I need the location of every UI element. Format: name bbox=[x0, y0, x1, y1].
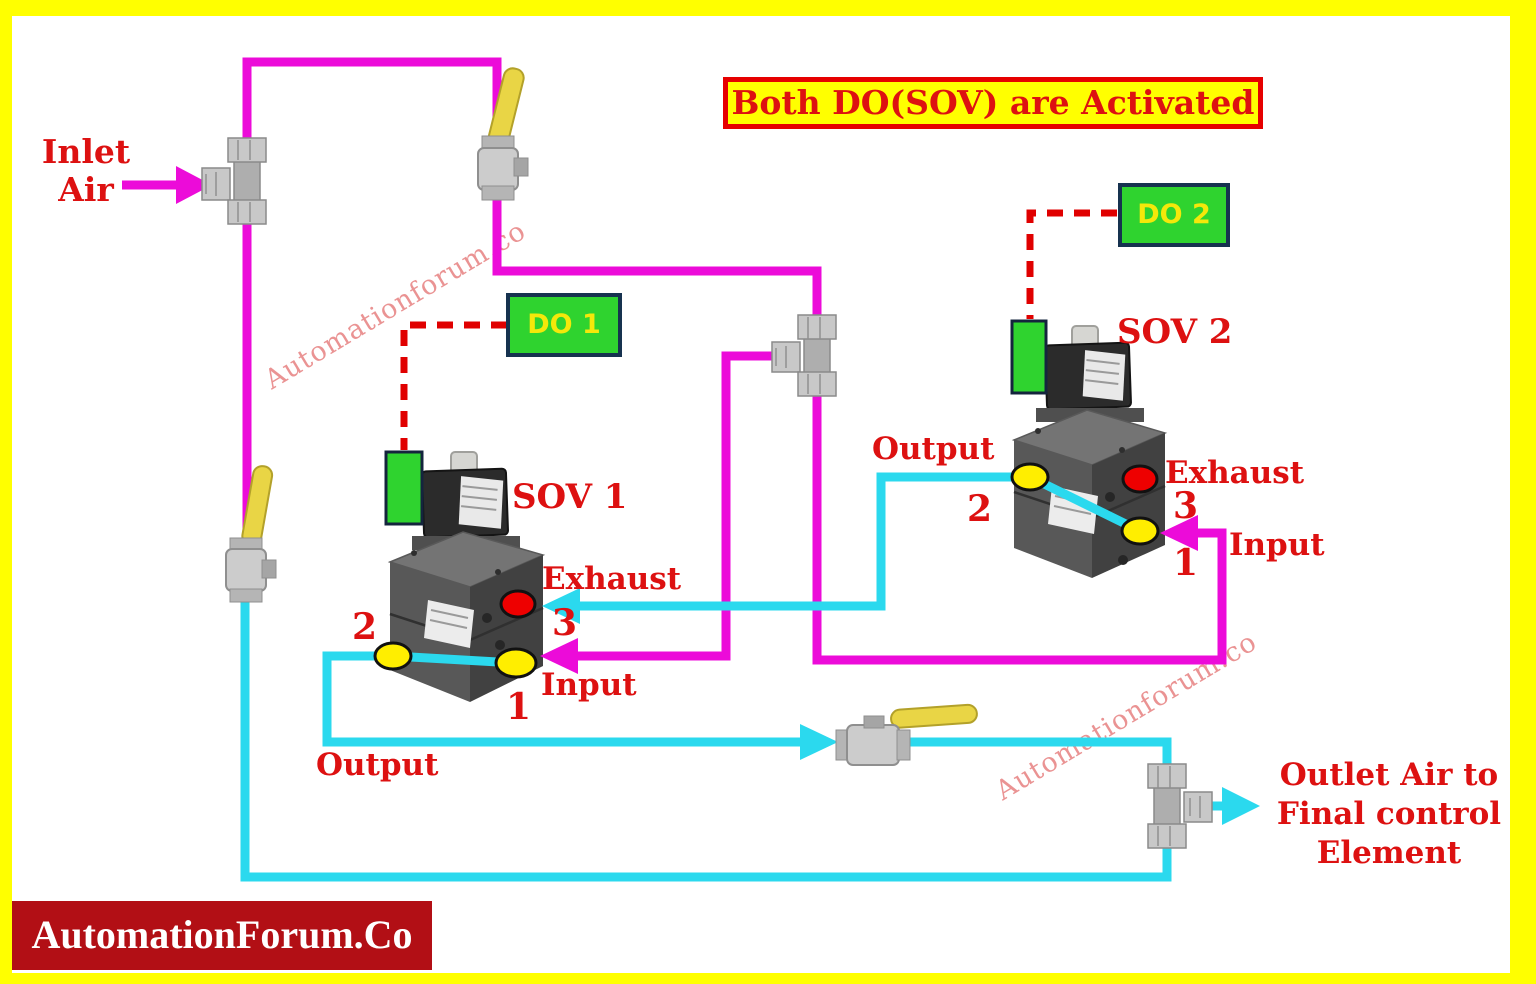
top-ball-valve bbox=[477, 67, 529, 201]
output-run-to-outlet-tee bbox=[906, 737, 1172, 766]
output-arrowheads bbox=[542, 588, 1260, 825]
inlet-air-label-line2: Air bbox=[58, 170, 114, 209]
sov2-exhaust-port-number: 3 bbox=[1173, 485, 1199, 527]
bypass-ball-valve bbox=[225, 465, 277, 603]
do2-box: DO 2 bbox=[1118, 183, 1230, 247]
outlet-valve-arrowhead bbox=[800, 724, 838, 760]
sov2-input-port-number: 1 bbox=[1173, 542, 1199, 584]
inlet-arrowhead bbox=[176, 166, 212, 204]
sov-ports bbox=[373, 462, 1160, 679]
sov2-input-port bbox=[1120, 516, 1160, 546]
outlet-air-label-line1: Outlet Air to bbox=[1279, 757, 1499, 793]
sov2-output-port bbox=[1010, 462, 1050, 492]
outlet-air-arrowhead bbox=[1222, 787, 1260, 825]
inlet-tee-fitting bbox=[201, 137, 267, 225]
supply-line-to-center-tee bbox=[492, 192, 822, 322]
sov1-output-label: Output bbox=[316, 747, 439, 783]
outlet-air-label-line2: Final control bbox=[1276, 796, 1502, 832]
sov1-output-port-number: 2 bbox=[352, 606, 378, 648]
do2-signal-line bbox=[1026, 209, 1117, 319]
output-lines bbox=[240, 472, 1222, 882]
sov2-input-label: Input bbox=[1229, 527, 1325, 563]
outlet-ball-valve bbox=[835, 703, 978, 766]
outlet-ball-valve-handle bbox=[890, 703, 978, 729]
supply-lines bbox=[122, 57, 1227, 665]
supply-line-to-sov1-input bbox=[578, 351, 780, 661]
outlet-tee-fitting bbox=[1147, 763, 1213, 849]
sov1-solenoid-connector bbox=[384, 450, 424, 526]
do1-signal-line bbox=[400, 321, 507, 450]
do-signal-lines bbox=[400, 209, 1117, 450]
sov1-coil-label bbox=[458, 476, 504, 529]
sov2-internal-flowpath bbox=[1028, 472, 1142, 536]
sov2-output-to-sov1-exhaust bbox=[580, 472, 1030, 611]
sov2-input-arrowhead bbox=[1160, 515, 1198, 551]
sov1-output-port bbox=[373, 641, 413, 671]
sov2-output-port-number: 2 bbox=[967, 488, 993, 530]
outlet-air-label: Outlet Air to Final control Element bbox=[1258, 756, 1520, 873]
sov1-exhaust-port-number: 3 bbox=[552, 602, 578, 644]
sov1-exhaust-label: Exhaust bbox=[542, 561, 682, 597]
bypass-return-line bbox=[240, 600, 1172, 882]
title-banner: Both DO(SOV) are Activated bbox=[723, 77, 1263, 129]
supply-arrowheads bbox=[176, 166, 1198, 674]
inlet-air-label-line1: Inlet bbox=[41, 132, 131, 171]
sov1-exhaust-port bbox=[499, 589, 537, 619]
sov1-input-arrowhead bbox=[540, 638, 578, 674]
sov2-exhaust-port bbox=[1121, 464, 1159, 494]
sov2-name-label: SOV 2 bbox=[1117, 312, 1233, 352]
sov1-input-port bbox=[494, 647, 538, 679]
supply-line-top-run bbox=[242, 57, 502, 142]
outlet-air-label-line3: Element bbox=[1316, 835, 1462, 871]
sov1-name-label: SOV 1 bbox=[512, 477, 628, 517]
sov1-exhaust-arrowhead bbox=[542, 588, 580, 624]
sov2-exhaust-label: Exhaust bbox=[1165, 455, 1305, 491]
supply-line-to-sov2-input bbox=[812, 390, 1227, 665]
sov2-output-label: Output bbox=[872, 431, 995, 467]
center-tee-fitting bbox=[771, 314, 837, 397]
brand-footer: AutomationForum.Co bbox=[12, 901, 432, 970]
sov1-input-label: Input bbox=[541, 667, 637, 703]
sov2-solenoid-connector bbox=[1010, 319, 1048, 395]
sov2-coil-label bbox=[1082, 350, 1126, 401]
inlet-air-label: Inlet Air bbox=[30, 133, 142, 209]
sov1-input-port-number: 1 bbox=[506, 686, 532, 728]
sov1-output-run bbox=[322, 651, 800, 747]
do1-box: DO 1 bbox=[506, 293, 622, 357]
